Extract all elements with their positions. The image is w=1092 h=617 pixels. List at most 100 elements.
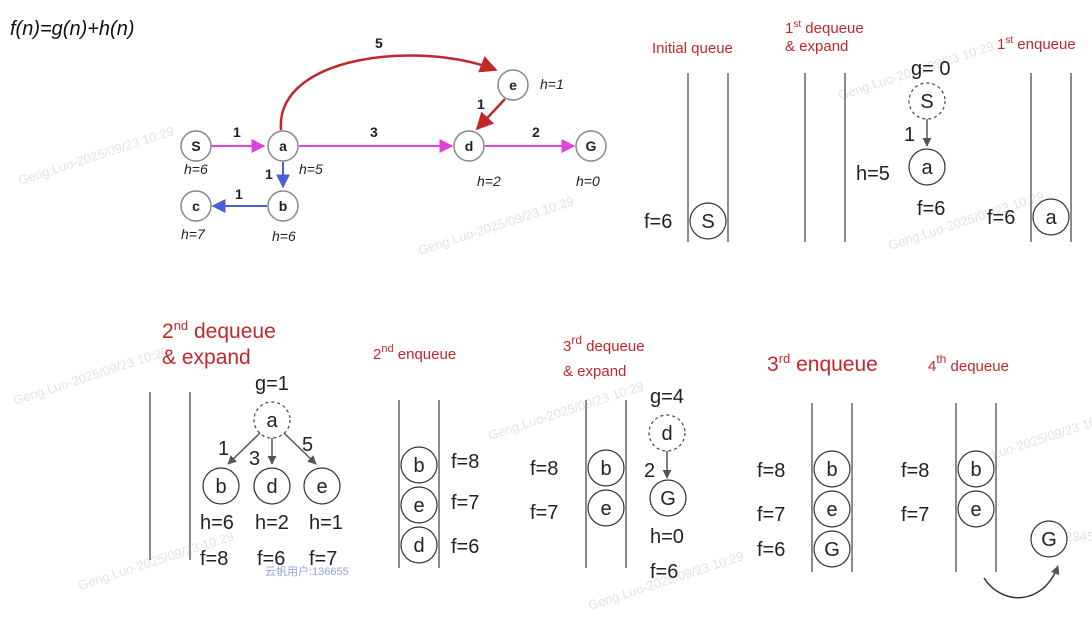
child-node-label: b: [215, 476, 226, 498]
h-value: h=6: [200, 512, 234, 534]
edge-weight: 1: [904, 124, 915, 146]
node-c: c: [180, 190, 212, 222]
panel-title-line2: & expand: [785, 38, 848, 55]
panel-dequeue-3: 3rd dequeue & expand b e f=8 f=7 g=4 d 2…: [530, 333, 687, 583]
panel-title: Initial queue: [652, 40, 733, 57]
watermark-text: Geng.Luo-2025/09/23 10:29: [11, 343, 170, 408]
watermark-text: Geng.Luo-2025/09/23 10:29: [416, 193, 575, 258]
child-node-label: e: [316, 476, 327, 498]
expanded-node-label: S: [920, 91, 933, 113]
f-value: f=8: [451, 451, 479, 473]
h-value: h=2: [255, 512, 289, 534]
node-label: c: [192, 198, 200, 214]
title-ordinal: 3: [563, 338, 571, 355]
search-graph: 1 3 2 1 1 5 1 S a b c d e: [180, 35, 607, 244]
title-rest: enqueue: [790, 353, 878, 376]
child-node: [253, 467, 291, 505]
node-label: e: [509, 77, 517, 93]
edge-weight: 1: [265, 166, 273, 182]
title-suffix: st: [793, 19, 801, 30]
expand-edge: [283, 432, 317, 465]
f-value: f=6: [451, 536, 479, 558]
f-value: f=6: [917, 198, 945, 220]
edge-weight: 1: [218, 438, 229, 460]
queue-node: [1032, 198, 1070, 236]
watermark-user: 云帆用户:136655: [265, 564, 349, 578]
edge-e-d: [475, 98, 506, 131]
child-node-label: d: [266, 476, 277, 498]
node-label: b: [279, 198, 288, 214]
queue-node: [813, 530, 851, 568]
child-node: [649, 479, 687, 517]
queue-node: [813, 450, 851, 488]
child-node-label: a: [921, 157, 933, 179]
f-value: f=7: [901, 504, 929, 526]
node-label: G: [586, 138, 597, 154]
queue-node: [400, 486, 438, 524]
node-G: G: [575, 130, 607, 162]
h-value: h=0: [650, 526, 684, 548]
queue-node-label: b: [970, 459, 981, 481]
title-suffix: rd: [779, 351, 791, 366]
watermark-text: Geng.Luo-2025/09/23 10:29: [486, 378, 645, 443]
dequeued-node: [1030, 520, 1068, 558]
dequeue-arrow: [983, 565, 1060, 599]
heuristic-label: h=1: [540, 76, 564, 92]
title-suffix: rd: [571, 333, 582, 347]
expanded-node-label: a: [266, 410, 278, 432]
edge-weight: 3: [249, 448, 260, 470]
g-value: g=1: [255, 373, 289, 395]
panel-initial-queue: Initial queue S f=6: [644, 40, 733, 242]
queue-node: [400, 446, 438, 484]
f-value: f=6: [757, 539, 785, 561]
title-suffix: nd: [174, 318, 188, 333]
f-value: f=8: [200, 548, 228, 570]
panel-title: 3rd dequeue: [563, 333, 645, 355]
heuristic-label: h=7: [181, 226, 206, 242]
panel-dequeue-1: 1st dequeue & expand g= 0 S 1 a h=5 f=6: [785, 19, 950, 242]
node-S: S: [180, 130, 212, 162]
queue-node: [957, 490, 995, 528]
queue-node-label: b: [826, 459, 837, 481]
queue-node: [957, 450, 995, 488]
queue-node-label: e: [970, 499, 981, 521]
child-node: [303, 467, 341, 505]
edge-weight: 5: [302, 434, 313, 456]
title-rest: enqueue: [394, 346, 457, 363]
title-rest: dequeue: [582, 338, 645, 355]
heuristic-label: h=5: [299, 161, 323, 177]
panel-title: 2nd enqueue: [373, 343, 456, 363]
queue-node: [689, 202, 727, 240]
h-value: h=1: [309, 512, 343, 534]
queue-node-label: e: [413, 495, 424, 517]
node-label: d: [465, 138, 474, 154]
panel-enqueue-1: 1st enqueue a f=6: [987, 35, 1076, 242]
watermark-corner: 2345: [1065, 529, 1092, 544]
title-ordinal: 2: [162, 320, 174, 343]
queue-node-label: b: [413, 455, 424, 477]
title-ordinal: 1: [997, 36, 1005, 53]
panel-title: 4th dequeue: [928, 352, 1009, 375]
f-value: f=6: [644, 211, 672, 233]
title-suffix: nd: [381, 343, 393, 355]
f-value: f=6: [987, 207, 1015, 229]
dequeued-node-label: G: [1041, 529, 1057, 551]
queue-node: [400, 526, 438, 564]
node-label: a: [279, 138, 287, 154]
f-value: f=7: [451, 492, 479, 514]
f-value: f=6: [257, 548, 285, 570]
heuristic-label: h=0: [576, 173, 600, 189]
edge-weight: 3: [370, 124, 378, 140]
formula-title: f(n)=g(n)+h(n): [10, 18, 135, 40]
node-a: a: [267, 130, 299, 162]
edge-weight: 1: [477, 96, 485, 112]
f-value: f=7: [309, 548, 337, 570]
g-value: g=4: [650, 386, 684, 408]
panel-enqueue-2: 2nd enqueue b e d f=8 f=7 f=6: [373, 343, 479, 568]
watermark-text: Geng.Luo-2025/09/23 10:29: [16, 123, 175, 188]
heuristic-label: h=2: [477, 173, 501, 189]
title-suffix: st: [1005, 35, 1013, 46]
watermark-text: Geng.Luo-2025/09/23 10:29: [886, 188, 1045, 253]
expand-edge: [227, 432, 261, 465]
